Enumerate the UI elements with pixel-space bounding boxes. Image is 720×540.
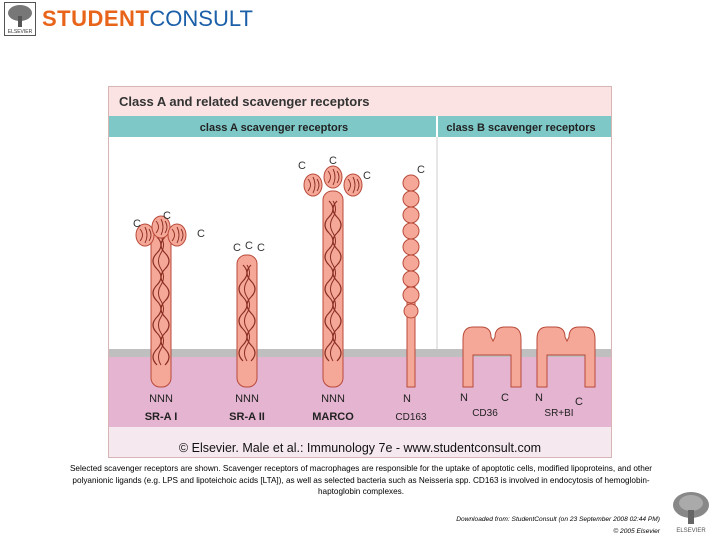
marco-name: MARCO [312,411,354,423]
figure-title: Class A and related scavenger receptors [119,94,370,109]
brand-consult: CONSULT [149,6,253,31]
student-consult-brand: STUDENTCONSULT [42,6,253,32]
cd163-c: C [417,164,425,176]
sr-bi-c-label: C [575,396,583,408]
cd163-n-label: N [403,393,411,405]
marco-c1: C [298,160,306,172]
svg-text:ELSEVIER: ELSEVIER [8,29,33,35]
scavenger-receptor-figure: Class A and related scavenger receptors … [108,86,612,458]
sr-a-i-c1: C [133,218,141,230]
marco-n-label: NNN [321,393,345,405]
sr-a-ii-c2: C [245,240,253,252]
receptor-marco: C C C NNN MARCO [298,155,371,423]
sr-a-ii-c3: C [257,242,265,254]
figure-caption: Selected scavenger receptors are shown. … [69,464,653,496]
sr-a-i-name: SR-A I [145,411,178,423]
title-band [109,87,611,116]
svg-text:ELSEVIER: ELSEVIER [676,528,706,534]
sr-bi-name: SR+BI [544,408,573,419]
downloaded-from-note: Downloaded from: StudentConsult (on 23 S… [456,516,660,523]
cell-membrane-upper [109,349,611,357]
receptor-sr-bi: N C SR+BI [535,326,596,419]
receptor-cd163: C N CD163 [395,164,427,423]
sr-a-ii-c1: C [233,242,241,254]
cd36-c-label: C [501,392,509,404]
figure-copyright: © Elsevier. Male et al.: Immunology 7e -… [179,441,541,455]
sr-bi-n-label: N [535,392,543,404]
cell-membrane [109,357,611,427]
figure-canvas: Class A and related scavenger receptors … [109,87,611,457]
brand-student: STUDENT [42,6,150,31]
cd36-n-label: N [460,392,468,404]
marco-c2: C [329,155,337,167]
cd36-name: CD36 [472,408,498,419]
copyright-band [109,427,611,457]
elsevier-tree-logo-icon: ELSEVIER [4,2,36,36]
marco-c3: C [363,170,371,182]
sr-a-i-c2: C [163,210,171,222]
sr-a-ii-n-label: NNN [235,393,259,405]
receptor-cd36: N C CD36 [460,326,522,419]
footer-copyright: © 2005 Elsevier [613,528,660,535]
sr-a-ii-name: SR-A II [229,411,265,423]
header-band [109,116,611,137]
cd163-name: CD163 [395,412,427,423]
receptor-sr-a-i: C C C NNN SR-A I [133,210,205,423]
receptor-sr-a-ii: C C C NNN SR-A II [229,240,265,423]
sr-a-i-c3: C [197,228,205,240]
class-a-header: class A scavenger receptors [200,122,348,134]
class-b-header: class B scavenger receptors [446,122,595,134]
elsevier-tree-logo-footer-icon: ELSEVIER [672,492,710,534]
sr-a-i-n-label: NNN [149,393,173,405]
